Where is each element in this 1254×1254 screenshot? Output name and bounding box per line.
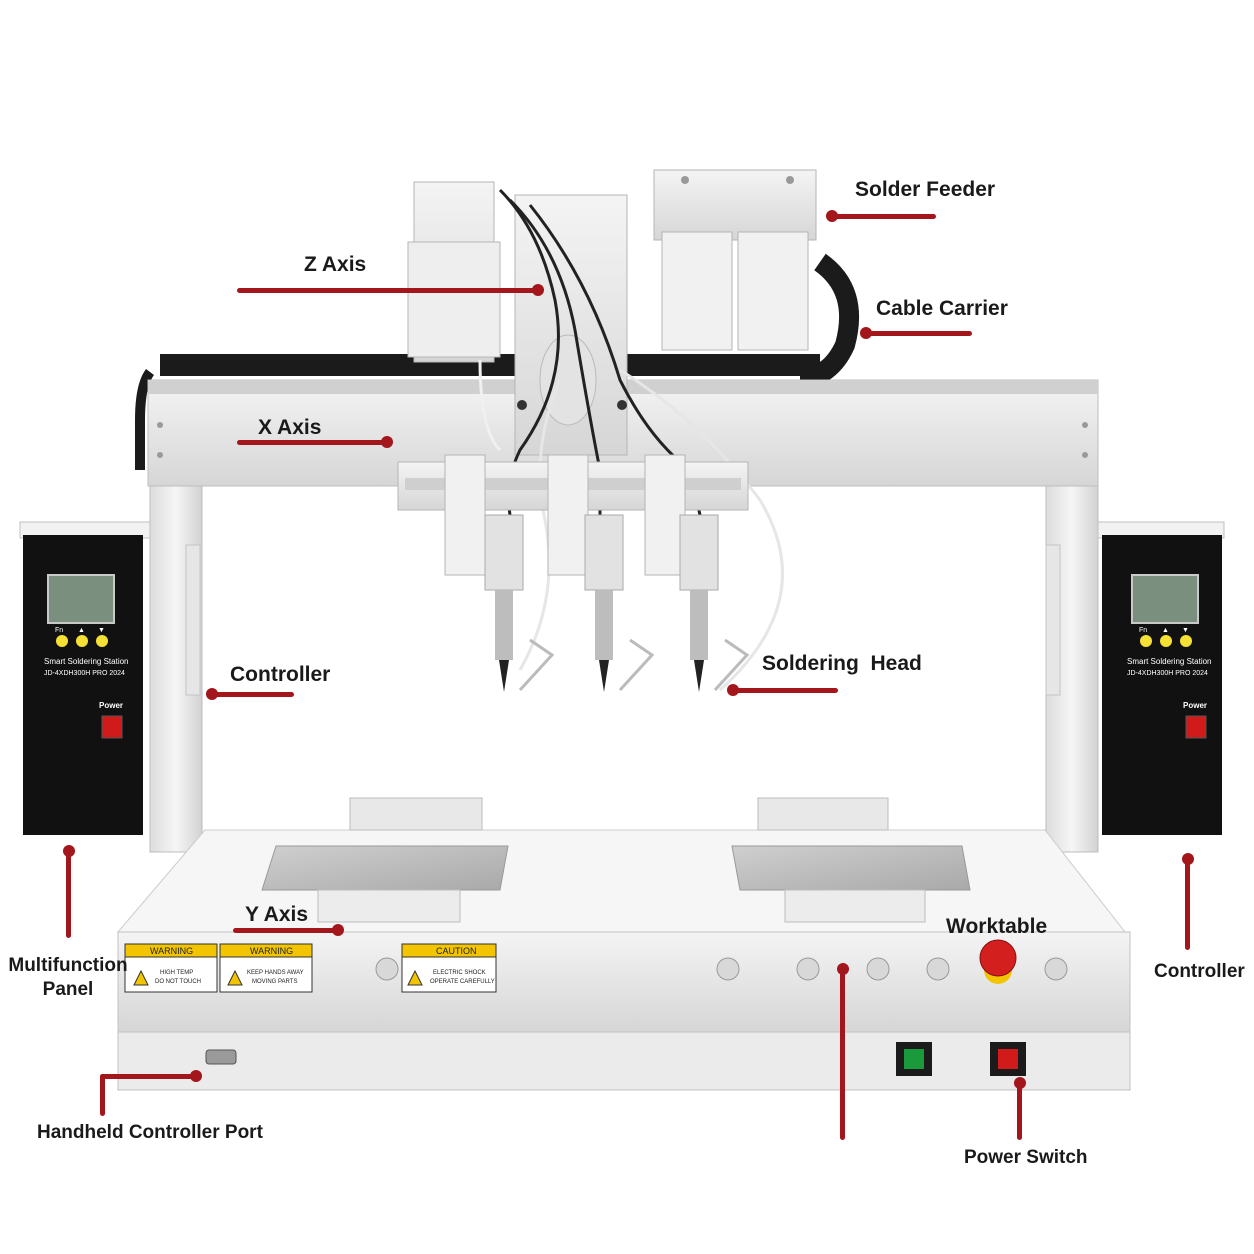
cable-carrier-leader [866,331,972,336]
right-model: JD-4XDH300H PRO 2024 [1127,670,1208,677]
worktable-right [731,797,971,923]
caution-sign: CAUTION ELECTRIC SHOCK OPERATE CAREFULLY [401,943,497,993]
soldering-heads [444,454,750,692]
label-controller-left: Controller [230,663,331,686]
sign-1-title: WARNING [150,946,193,956]
sign-2-line2: MOVING PARTS [252,979,297,985]
handheld-controller-port [205,1049,237,1065]
worktable-leader [840,968,845,1140]
label-z-axis: Z Axis [304,253,367,276]
label-power-switch: Power Switch [964,1147,1088,1168]
controller-right-leader [1185,858,1190,950]
power-switch-dot [1014,1077,1026,1089]
sign-3-line1: ELECTRIC SHOCK [433,970,486,976]
right-up-label: ▲ [1162,627,1169,634]
label-cable-carrier: Cable Carrier [876,297,1008,320]
controller-left-leader [212,692,294,697]
label-worktable: Worktable [946,915,1048,938]
label-handheld-controller-port: Handheld Controller Port [37,1122,263,1143]
controller-right-dot [1182,853,1194,865]
left-fn-label: Fn [55,627,63,634]
right-down-label: ▼ [1182,627,1189,634]
left-model: JD-4XDH300H PRO 2024 [44,670,125,677]
sign-1-line2: DO NOT TOUCH [155,979,201,985]
power-switch-red [990,1042,1026,1076]
power-switch-leader [1017,1082,1022,1140]
soldering-head-dot [727,684,739,696]
warning-sign-2: WARNING KEEP HANDS AWAY MOVING PARTS [219,943,313,993]
label-soldering-head: Soldering Head [762,652,922,675]
emergency-stop-button [979,939,1017,984]
power-switch-green [896,1042,932,1076]
left-station-name: Smart Soldering Station [44,657,129,666]
right-fn-label: Fn [1139,627,1147,634]
label-solder-feeder: Solder Feeder [855,178,996,201]
y-axis-leader [233,928,339,933]
controller-box-right: Fn ▲ ▼ Smart Soldering Station JD-4XDH30… [1097,521,1225,835]
label-x-axis: X Axis [258,416,322,439]
multifunction-panel-dot [63,845,75,857]
cables [478,188,784,692]
cable-carrier [135,253,860,470]
left-power-label: Power [99,701,123,710]
solder-feeder-units [653,169,817,351]
left-down-label: ▼ [98,627,105,634]
right-station-name: Smart Soldering Station [1127,657,1212,666]
handheld-port-leader-v [100,1074,105,1116]
label-y-axis: Y Axis [245,903,309,926]
handheld-port-dot [190,1070,202,1082]
z-axis-leader [237,288,542,293]
solder-feeder-dot [826,210,838,222]
sign-1-line1: HIGH TEMP [160,970,193,976]
left-up-label: ▲ [78,627,85,634]
sign-3-title: CAUTION [436,946,477,956]
controller-box-left: Fn ▲ ▼ Smart Soldering Station JD-4XDH30… [19,521,151,835]
sign-3-line2: OPERATE CAREFULLY [430,979,495,985]
warning-sign-1: WARNING HIGH TEMP DO NOT TOUCH [124,943,218,993]
z-axis-dot [532,284,544,296]
right-power-label: Power [1183,701,1207,710]
x-axis-leader [237,440,389,445]
label-multifunction-panel: Multifunction Panel [8,955,128,1000]
soldering-head-leader [733,688,838,693]
controller-left-dot [206,688,218,700]
cable-carrier-dot [860,327,872,339]
worktable-left [261,797,509,923]
x-axis-dot [381,436,393,448]
multifunction-panel-leader [66,850,71,938]
front-panel-buttons [375,957,1068,981]
sign-2-title: WARNING [250,946,293,956]
sign-2-line1: KEEP HANDS AWAY [247,970,304,976]
solder-feeder-leader [832,214,936,219]
handheld-port-leader-h [100,1074,198,1079]
y-axis-dot [332,924,344,936]
label-controller-right: Controller [1154,961,1245,982]
worktable-dot [837,963,849,975]
